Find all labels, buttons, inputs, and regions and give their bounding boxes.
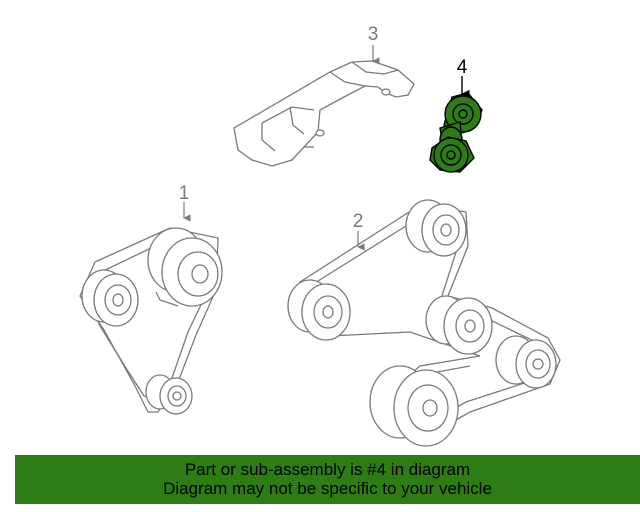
banner-line-2: Diagram may not be specific to your vehi…: [163, 479, 492, 498]
part-3-cover-bracket[interactable]: [233, 60, 415, 167]
part-4-tensioner-pulley[interactable]: [429, 92, 483, 173]
part-1-belt-assembly[interactable]: [79, 227, 223, 415]
part-2-belt-assembly[interactable]: [287, 199, 561, 447]
callout-number-4[interactable]: 4: [456, 57, 468, 78]
parts-diagram: [79, 45, 561, 447]
banner-line-1: Part or sub-assembly is #4 in diagram: [184, 460, 471, 479]
callout-number-1[interactable]: 1: [178, 183, 190, 204]
callout-number-2[interactable]: 2: [352, 211, 364, 232]
callout-number-3[interactable]: 3: [367, 24, 379, 45]
info-banner: Part or sub-assembly is #4 in diagram Di…: [15, 455, 640, 504]
